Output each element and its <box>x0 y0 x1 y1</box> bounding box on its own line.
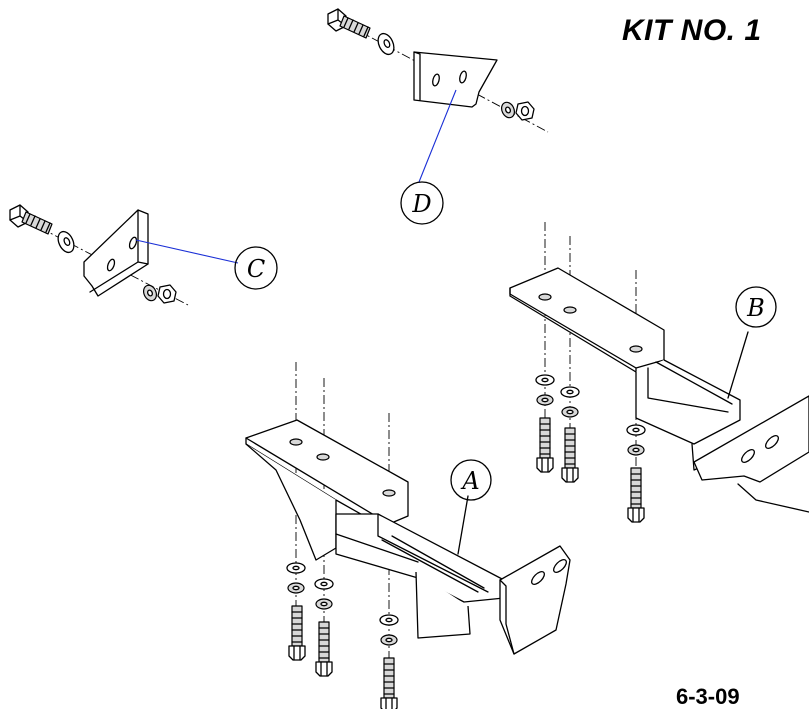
callout-a-label: A <box>460 467 479 495</box>
crossmember-b-assembly: B <box>509 222 809 523</box>
callout-c-label: C <box>247 255 265 283</box>
kit-title: KIT NO. 1 <box>622 14 762 47</box>
bracket-d-assembly: D <box>327 8 549 225</box>
crossmember-a-assembly: A <box>245 362 571 713</box>
bracket-c-assembly: C <box>9 204 278 306</box>
drawing-date: 6-3-09 <box>676 684 740 709</box>
callout-d-label: D <box>411 190 431 218</box>
callout-b-label: B <box>746 294 765 322</box>
